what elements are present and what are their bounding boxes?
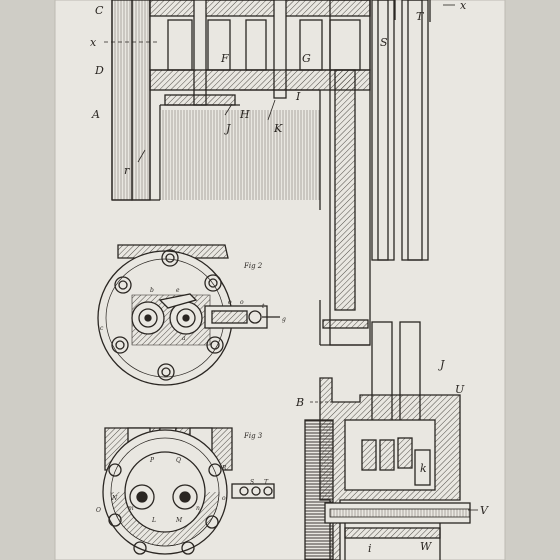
figure-2-letters: c b e o o t g a <box>100 287 286 342</box>
fig2-letter: e <box>176 287 180 294</box>
fig3-letter: L <box>151 517 156 524</box>
label-K: K <box>273 122 283 135</box>
label-F: F <box>220 52 229 65</box>
fig2-letter: c <box>100 325 104 332</box>
fig3-letter: R <box>221 465 227 472</box>
fig3-letter: O <box>96 507 101 514</box>
label-A: A <box>91 108 100 121</box>
figure-4-valve-section <box>304 321 471 560</box>
fig3-letter: P <box>149 457 155 464</box>
label-U: U <box>455 383 465 396</box>
label-I: I <box>295 90 301 103</box>
fig2-letter: o <box>240 299 244 306</box>
fig3-letter: o <box>222 495 226 502</box>
label-G: G <box>302 52 311 65</box>
label-V: V <box>480 504 489 517</box>
fig2-letter: b <box>150 287 154 294</box>
label-J: J <box>438 358 445 371</box>
fig2-letter: t <box>262 303 265 310</box>
label-B: B <box>295 396 304 409</box>
fig2-letter: g <box>282 316 286 323</box>
label-x-right: x <box>460 0 467 12</box>
fig3-letter: M <box>175 517 183 524</box>
label-T: T <box>416 10 425 23</box>
fig3-letter: n <box>196 505 200 512</box>
figure-3-letters: P Q R S T L M N O m n o <box>96 457 269 524</box>
fig3-letter: N <box>111 495 118 502</box>
label-k: k <box>420 462 427 475</box>
fig2-letter: a <box>182 335 186 342</box>
label-x-left: x <box>90 36 97 49</box>
label-i: i <box>368 542 372 555</box>
fig3-letter: S <box>250 479 254 486</box>
fig3-letter: m <box>128 505 134 512</box>
figure-1-section-view <box>111 0 431 346</box>
figure-labels: C x D A r F G H I J K S T x J U B k V W … <box>90 0 489 555</box>
fig2-letter: o <box>228 299 232 306</box>
fig3-letter: T <box>264 479 269 486</box>
label-H: H <box>239 108 250 121</box>
caption-fig-2: Fig 2 <box>243 262 263 270</box>
label-J-small: J <box>224 122 231 135</box>
fig3-letter: Q <box>176 457 181 464</box>
label-W: W <box>420 540 433 553</box>
label-C: C <box>95 4 104 17</box>
figure-2-plan-view <box>97 244 280 386</box>
label-r: r <box>124 164 130 177</box>
figure-3-cross-section <box>102 427 275 555</box>
leader-lines <box>104 4 478 511</box>
label-D: D <box>94 64 104 77</box>
caption-fig-3: Fig 3 <box>243 432 263 440</box>
label-S: S <box>380 36 388 49</box>
